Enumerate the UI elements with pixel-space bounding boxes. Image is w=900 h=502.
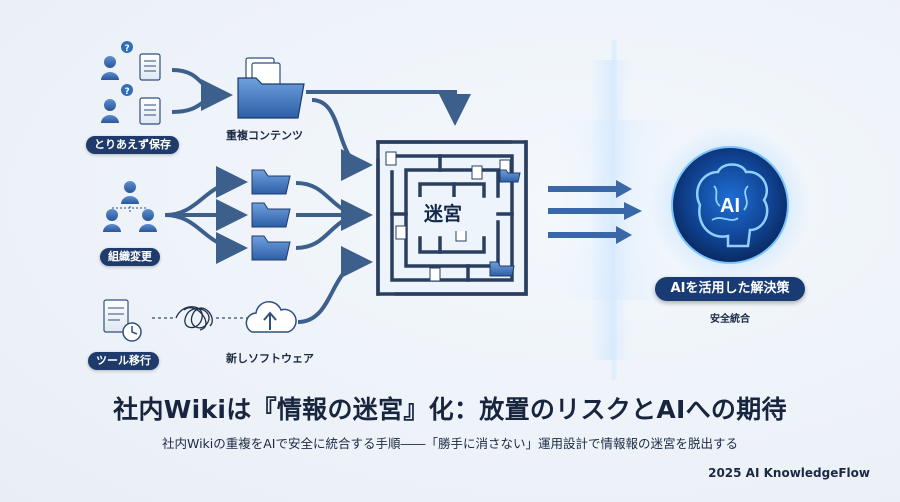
svg-text:?: ? [125, 87, 130, 97]
org-chart-icon [103, 181, 157, 232]
maze-label: 迷宮 [411, 197, 475, 231]
folder-icon [489, 169, 521, 277]
label-new-software: 新しソフトウェア [226, 352, 314, 365]
credit-text: 2025 AI KnowledgeFlow [708, 466, 870, 480]
document-icon [385, 151, 511, 282]
svg-text:?: ? [125, 44, 130, 54]
document-icon [139, 53, 161, 125]
label-tool-migration: ツール移行 [88, 352, 159, 370]
page-title: 社内Wikiは『情報の迷宮』化：放置のリスクとAIへの期待 [113, 395, 787, 424]
solution-sub-label: 安全統合 [710, 314, 750, 325]
folder-icon [237, 57, 305, 119]
label-dump-save: とりあえず保存 [86, 136, 179, 154]
solution-label: AIを活用した解決策 [655, 277, 805, 301]
clock-document-icon [103, 299, 142, 342]
user-question-icon: ? ? [101, 41, 133, 123]
arrows-to-ai [548, 180, 642, 244]
label-duplicate-content: 重複コンテンツ [226, 129, 303, 142]
cloud-upload-icon [245, 301, 297, 333]
label-org-change: 組織変更 [100, 248, 160, 266]
tangle-icon [175, 306, 213, 331]
page-subtitle: 社内Wikiの重複をAIで安全に統合する手順――「勝手に消さない」運用設計で情報… [161, 436, 738, 451]
brain-icon [671, 146, 789, 264]
ai-badge-label: AI [720, 195, 740, 217]
folder-icon [251, 169, 291, 261]
